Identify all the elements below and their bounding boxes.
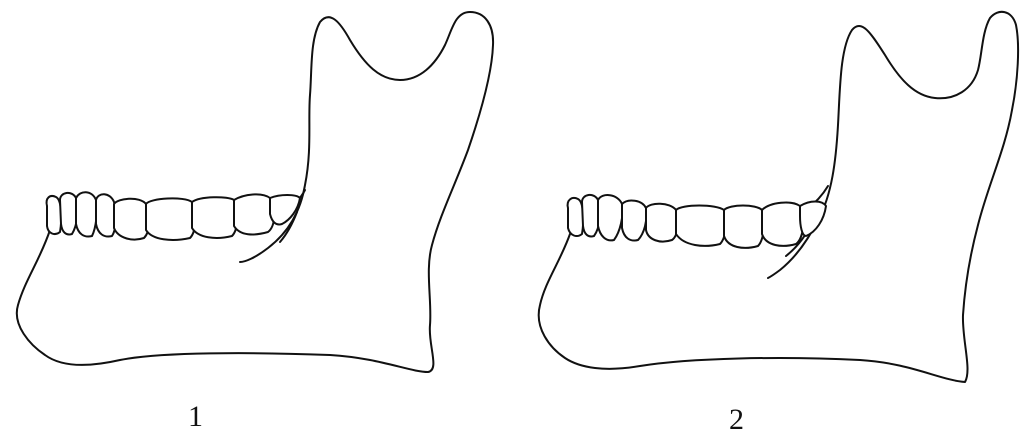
tooth xyxy=(192,197,238,238)
figure-2-label: 2 xyxy=(729,405,744,435)
tooth xyxy=(114,199,150,240)
tooth xyxy=(146,198,196,240)
mandible-2-teeth xyxy=(568,195,826,248)
mandible-2-drawing xyxy=(539,12,1018,382)
tooth xyxy=(646,204,678,242)
tooth xyxy=(724,206,764,248)
tooth xyxy=(800,202,826,237)
tooth xyxy=(598,195,623,240)
figure-1-label: 1 xyxy=(188,402,203,432)
mandible-1-teeth xyxy=(47,192,300,240)
tooth xyxy=(47,196,62,234)
mandible-1-drawing xyxy=(17,12,493,372)
tooth xyxy=(76,192,97,236)
tooth xyxy=(762,203,803,246)
tooth xyxy=(568,198,584,236)
tooth xyxy=(234,194,274,234)
tooth xyxy=(676,206,726,246)
tooth xyxy=(270,195,300,225)
tooth xyxy=(622,201,647,241)
